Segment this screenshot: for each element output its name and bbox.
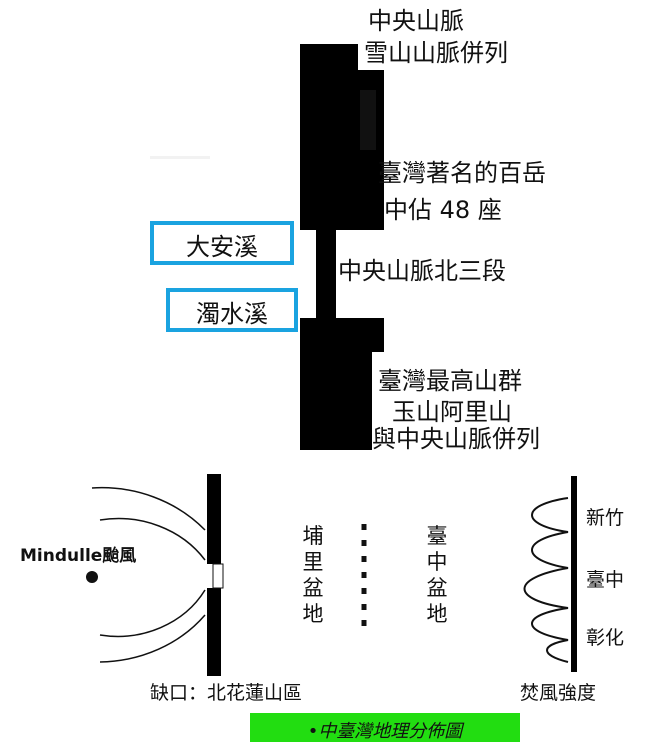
label-highest-peaks: 臺灣最高山群 [378,367,522,395]
ridge-neck [316,226,336,322]
wave-title: 焚風強度 [520,682,597,704]
basin-puli: 埔里盆地 [302,524,324,626]
upper-map: 中央山脈 雪山山脈併列 臺灣著名的百岳 中佔 48 座 中央山脈北三段 臺灣最高… [150,7,546,453]
label-parallel-central: 與中央山脈併列 [372,425,540,453]
wave-label-hsinchu: 新竹 [586,507,625,529]
basin-taichung: 臺中盆地 [426,524,448,626]
label-peaks-count: 中佔 48 座 [384,196,502,224]
label-central-range: 中央山脈 [368,7,464,35]
ridge-block-bottom [300,318,384,352]
faint-stroke [150,156,210,159]
river-zhuoshui: 濁水溪 [166,288,298,332]
caption-bar: •中臺灣地理分佈圖 [250,713,520,742]
wall-gap [212,563,224,589]
label-yushan-alishan: 玉山阿里山 [392,398,512,426]
typhoon-arc-inner-b [99,589,206,638]
gap-label: 缺口：北花蓮山區 [150,682,303,704]
typhoon-label: Mindulle颱風 [20,546,137,566]
label-snow-range: 雪山山脈併列 [364,39,508,67]
wave-label-changhua: 彰化 [586,627,625,649]
ridge-block-top-cut [360,90,376,150]
label-famous-peaks: 臺灣著名的百岳 [378,159,546,187]
ridge-block-bottom-2 [300,348,372,450]
label-central-north: 中央山脈北三段 [338,257,506,285]
river-daan: 大安溪 [150,221,294,265]
right-boundary [571,476,577,672]
wave-label-taichung: 臺中 [586,569,625,591]
wind-wave [523,497,569,663]
mountain-wall-upper [207,474,221,564]
typhoon-arc-outer-b [99,614,206,663]
river-zhuoshui-label: 濁水溪 [196,300,268,328]
typhoon-arc-outer [91,486,206,531]
typhoon-arc-inner [99,517,206,561]
ridge-block-top [300,44,358,74]
caption-text: •中臺灣地理分佈圖 [307,721,463,742]
river-daan-label: 大安溪 [186,233,258,261]
mountain-wall-lower [207,588,221,676]
typhoon-eye [86,571,98,583]
